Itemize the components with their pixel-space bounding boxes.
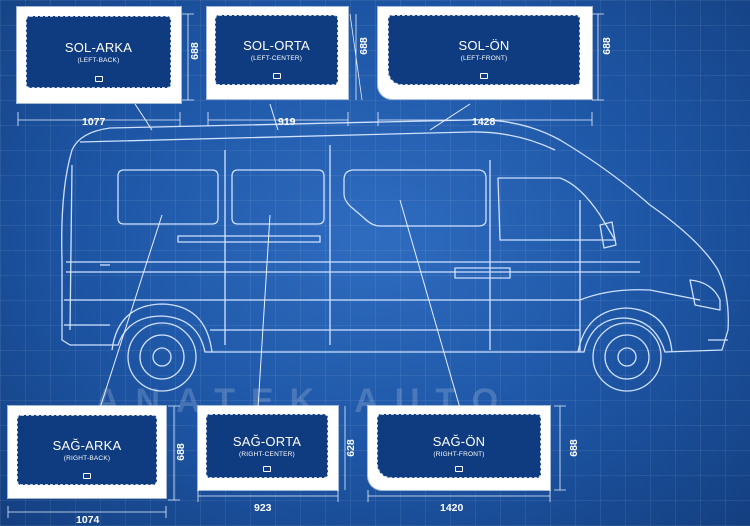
- window-sub-sag-arka: (RIGHT-BACK): [63, 455, 111, 462]
- window-sub-sol-arka: (LEFT-BACK): [77, 57, 120, 64]
- dim-height-sag-arka: 688: [174, 443, 187, 461]
- dim-height-sol-arka: 688: [188, 42, 201, 60]
- dim-width-sag-arka: 1074: [76, 514, 100, 526]
- glass-sol-arka[interactable]: SOL-ARKA (LEFT-BACK): [26, 16, 171, 88]
- panel-sol-arka: SOL-ARKA (LEFT-BACK): [17, 7, 181, 103]
- van-cab-window: [497, 177, 616, 241]
- van-window-center: [231, 169, 325, 225]
- van-window-front: [343, 169, 487, 227]
- window-marker-icon: [83, 473, 91, 479]
- panel-sag-on: SAĞ-ÖN (RIGHT-FRONT): [368, 406, 550, 490]
- window-name-sol-on: SOL-ÖN: [458, 38, 510, 53]
- window-sub-sol-on: (LEFT-FRONT): [460, 55, 508, 62]
- window-marker-icon: [94, 76, 103, 82]
- dim-height-sol-on: 688: [600, 37, 613, 55]
- window-marker-icon: [455, 466, 463, 472]
- window-sub-sag-orta: (RIGHT-CENTER): [239, 451, 295, 458]
- dim-height-sol-orta: 688: [357, 37, 370, 55]
- panel-sol-on: SOL-ÖN (LEFT-FRONT): [378, 7, 592, 99]
- window-name-sag-orta: SAĞ-ORTA: [232, 434, 302, 449]
- window-marker-icon: [480, 73, 488, 79]
- van-window-back: [117, 169, 219, 225]
- panel-sag-arka: SAĞ-ARKA (RIGHT-BACK): [8, 406, 166, 498]
- window-name-sag-arka: SAĞ-ARKA: [52, 438, 122, 453]
- dim-width-sol-orta: 919: [278, 116, 296, 128]
- window-sub-sag-on: (RIGHT-FRONT): [433, 451, 485, 458]
- glass-sol-orta[interactable]: SOL-ORTA (LEFT-CENTER): [215, 15, 338, 85]
- dim-width-sag-on: 1420: [440, 502, 464, 514]
- dim-height-sag-on: 688: [567, 439, 580, 457]
- glass-sol-on[interactable]: SOL-ÖN (LEFT-FRONT): [388, 15, 580, 85]
- window-name-sol-orta: SOL-ORTA: [243, 38, 310, 53]
- glass-sag-arka[interactable]: SAĞ-ARKA (RIGHT-BACK): [17, 415, 157, 485]
- dim-height-sag-orta: 628: [344, 439, 357, 457]
- window-name-sol-arka: SOL-ARKA: [64, 40, 133, 55]
- window-sub-sol-orta: (LEFT-CENTER): [250, 55, 303, 62]
- window-marker-icon: [272, 73, 281, 79]
- panel-sol-orta: SOL-ORTA (LEFT-CENTER): [207, 7, 348, 99]
- glass-sag-on[interactable]: SAĞ-ÖN (RIGHT-FRONT): [377, 414, 541, 478]
- dim-width-sol-on: 1428: [472, 116, 496, 128]
- van-body-outline: [61, 119, 729, 353]
- dim-width-sag-orta: 923: [254, 502, 272, 514]
- dim-width-sol-arka: 1077: [82, 116, 106, 128]
- window-marker-icon: [263, 466, 271, 472]
- panel-sag-orta: SAĞ-ORTA (RIGHT-CENTER): [198, 406, 338, 490]
- glass-sag-orta[interactable]: SAĞ-ORTA (RIGHT-CENTER): [206, 414, 328, 478]
- window-name-sag-on: SAĞ-ÖN: [432, 434, 486, 449]
